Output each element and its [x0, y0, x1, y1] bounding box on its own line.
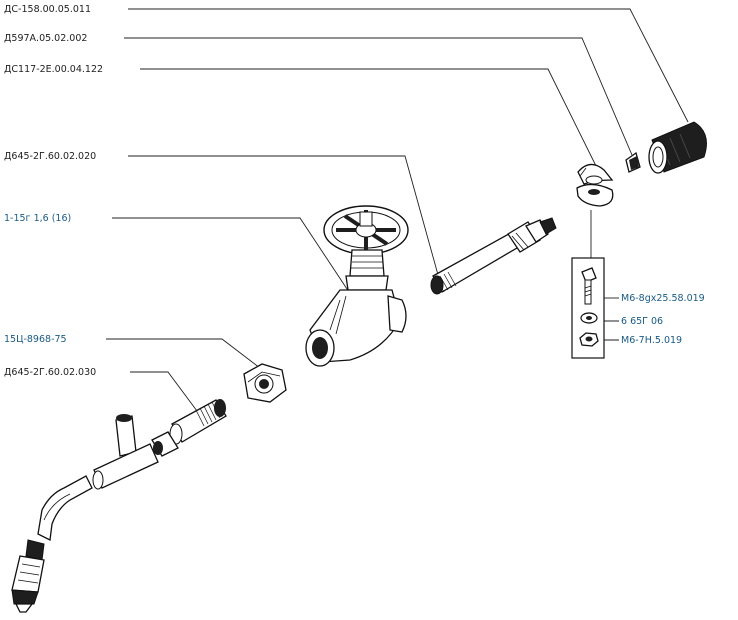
leader-lines: [106, 8, 689, 416]
bolt-part: [581, 267, 597, 305]
nut-part: [579, 332, 599, 347]
leader-part-7: [130, 371, 201, 416]
label-part-4: Д645-2Г.60.02.020: [4, 151, 96, 162]
label-part-5-link[interactable]: 1-15г 1,6 (16): [4, 213, 71, 224]
leader-part-1: [128, 8, 689, 123]
valve-body-part: [305, 205, 409, 367]
hose-sleeve-part: [648, 121, 707, 174]
leader-part-5: [112, 217, 350, 293]
leader-part-2: [124, 37, 633, 156]
leader-part-6: [106, 338, 261, 369]
bent-tube-part: [37, 475, 93, 541]
leader-part-4: [128, 155, 441, 283]
label-fastener-bolt-link[interactable]: М6-8gх25.58.019: [621, 293, 705, 304]
tee-pipe-part: [92, 414, 159, 490]
part-labels: ДС-158.00.05.011 Д597А.05.02.002 ДС117-2…: [4, 4, 705, 378]
label-part-3: ДС117-2Е.00.04.122: [4, 64, 103, 75]
threaded-spindle-part: [430, 217, 557, 295]
fastener-group: [571, 257, 605, 359]
leader-part-3: [140, 68, 599, 171]
threaded-nipple-part: [169, 399, 227, 445]
label-part-1: ДС-158.00.05.011: [4, 4, 91, 15]
washer-part: [580, 312, 598, 324]
label-part-7: Д645-2Г.60.02.030: [4, 367, 96, 378]
coupling-sleeve-part: [151, 431, 179, 457]
label-fastener-nut-link[interactable]: М6-7Н.5.019: [621, 335, 682, 346]
label-part-2: Д597А.05.02.002: [4, 33, 87, 44]
nozzle-tip-part: [11, 539, 45, 613]
hex-nut-part: [243, 363, 287, 403]
label-fastener-washer-link[interactable]: 6 65Г 06: [621, 316, 663, 327]
clamp-part: [576, 163, 614, 207]
label-part-6-link[interactable]: 15Ц-8968-75: [4, 334, 67, 345]
cap-part: [625, 151, 641, 173]
